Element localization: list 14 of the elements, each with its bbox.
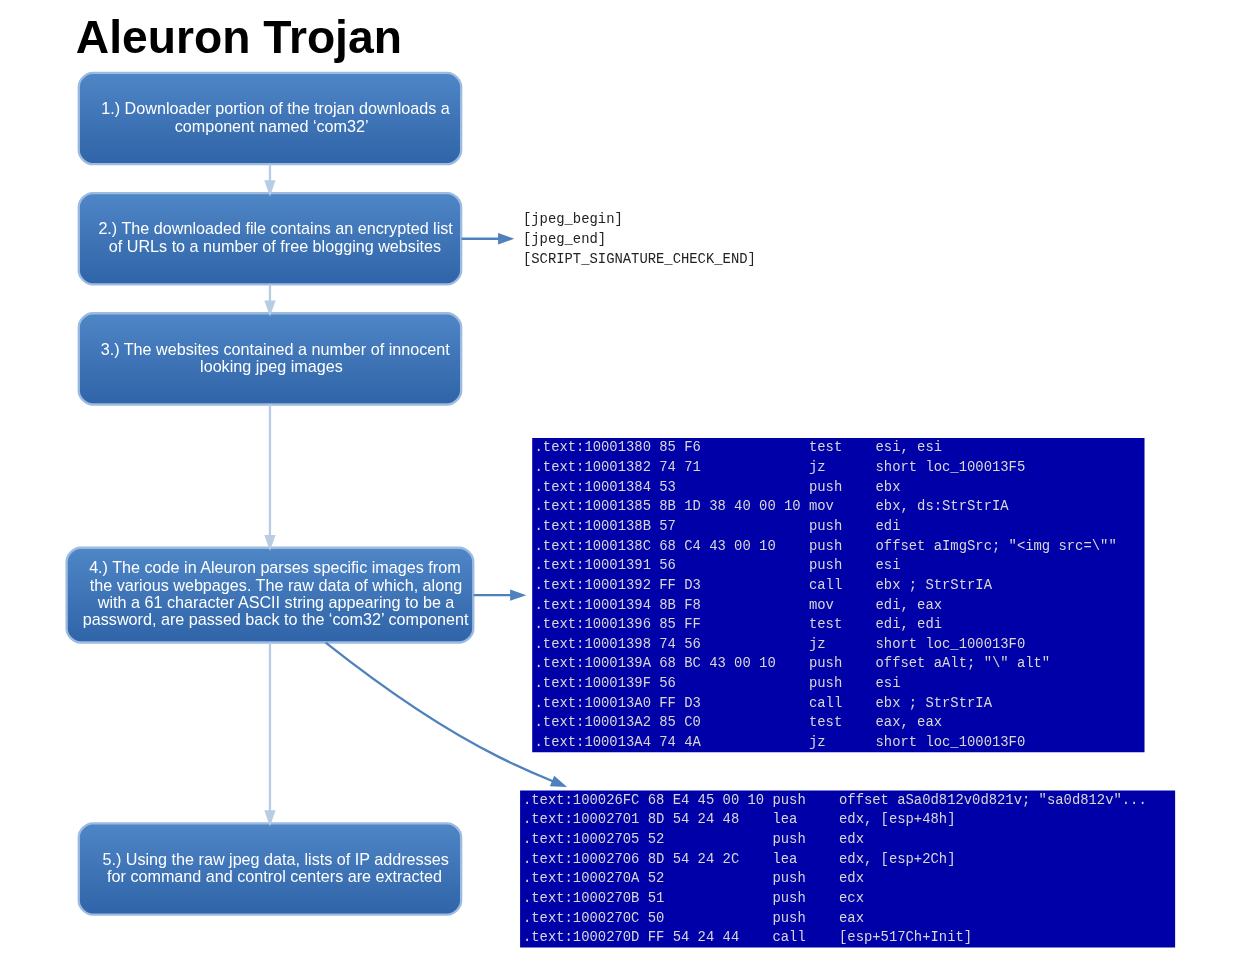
node-box: 3.) The websites contained a number of innocent looking jpeg images	[77, 312, 463, 406]
arrow	[473, 589, 527, 601]
node-box: 1.) Downloader portion of the trojan downloads a component named ‘com32’	[77, 71, 463, 166]
arrow	[264, 404, 276, 552]
arrow	[461, 233, 515, 245]
arrow	[324, 641, 568, 788]
node-box: 5.) Using the raw jpeg data, lists of IP addresses for command and control centers are extracted	[77, 822, 463, 916]
diagram-title: Aleuron Trojan	[75, 11, 402, 64]
arrow	[264, 642, 276, 827]
node-text: [jpeg_begin] [jpeg_end] [SCRIPT_SIGNATURE_CHECK_END]	[522, 211, 756, 267]
node-box: .text:10001380 85 F6 test esi, esi .text:10001382 74 71 jz short loc_100013F5 .text:10001384 53 push ebx .text:10001385 8B 1D 38 40 00 10 mov ebx, ds:StrStrIA .text:1000138B 57 push edi .text:1000138C 68 C4 43 00 10 push offset aImgSrc; "<img src=\"" .text:10001391 56 push esi .text:10001392 FF D3 call ebx ; StrStrIA .text:10001394 8B F8 mov edi, eax .text:10001396 85 FF test edi, edi .text:10001398 74 56 jz short loc_100013F0 .text:1000139A 68 BC 43 00 10 push offset aAlt; "\" alt" .text:1000139F 56 push esi .text:100013A0 FF D3 call ebx ; StrStrIA .text:100013A2 85 C0 test eax, eax .text:100013A4 74 4A jz short loc_100013F0	[532, 438, 1145, 753]
node-box: 4.) The code in Aleuron parses specific images from the various webpages. The raw data of which, along with a 61 character ASCII string appearing to be a password, are passed back to the ‘com32’ component	[65, 546, 475, 644]
node-box: .text:100026FC 68 E4 45 00 10 push offset aSa0d812v0d821v; "sa0d812v"... .text:10002701 8D 54 24 48 lea edx, [esp+48h] .text:10002705 52 push edx .text:10002706 8D 54 24 2C lea edx, [esp+2Ch] .text:1000270A 52 push edx .text:1000270B 51 push ecx .text:1000270C 50 push eax .text:1000270D FF 54 24 44 call [esp+517Ch+Init]	[520, 790, 1176, 948]
node-box: 2.) The downloaded file contains an encrypted list of URLs to a number of free blogging websites	[77, 191, 463, 286]
